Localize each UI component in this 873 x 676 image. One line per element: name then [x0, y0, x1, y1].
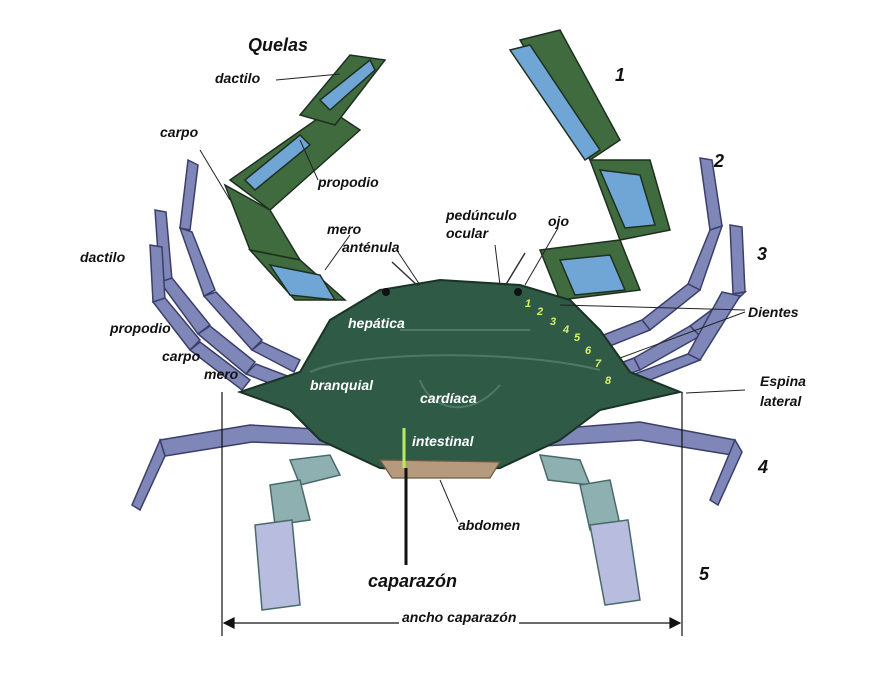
fourth-legs [131, 421, 743, 512]
propodio-claw-label: propodio [318, 174, 379, 190]
tooth-label-4: 4 [563, 324, 570, 336]
tooth-label-6: 6 [585, 345, 592, 357]
carapace [236, 278, 684, 474]
espina-label: Espina [760, 373, 806, 389]
hepatica-label: hepática [348, 315, 405, 331]
lateral-label: lateral [760, 393, 802, 409]
leader-lines [199, 73, 746, 523]
abdomen-label: abdomen [458, 517, 521, 533]
ojo-label: ojo [548, 213, 569, 229]
antenula-label: anténula [342, 239, 400, 255]
right-cheliped [508, 29, 671, 301]
mero-claw-label: mero [327, 221, 362, 237]
carapace-regions [309, 329, 601, 409]
tooth-label-1: 1 [525, 298, 532, 310]
left-cheliped [223, 54, 387, 301]
pedunculo-label: pedúnculo [446, 207, 517, 223]
leg-number-4: 4 [758, 457, 769, 477]
abdomen-shape [378, 459, 502, 479]
intestinal-label: intestinal [412, 433, 474, 449]
right-eye [514, 288, 522, 296]
ocular-label: ocular [446, 225, 489, 241]
propodio-leg-label: propodio [110, 320, 171, 336]
leg-number-5: 5 [699, 564, 710, 584]
swimming-legs [254, 454, 641, 611]
leg-number-2: 2 [714, 151, 725, 171]
left-eye [382, 288, 390, 296]
branquial-label: branquial [310, 377, 374, 393]
antennules [391, 252, 526, 287]
tooth-label-5: 5 [574, 332, 581, 344]
dientes-label: Dientes [748, 304, 799, 320]
tooth-label-7: 7 [595, 358, 602, 370]
tooth-label-3: 3 [550, 316, 557, 328]
leg-number-3: 3 [757, 244, 768, 264]
ancho-caparazon-label: ancho caparazón [399, 610, 520, 625]
dactilo-claw-label: dactilo [215, 70, 261, 86]
caparazon-label: caparazón [368, 571, 458, 591]
mero-leg-label: mero [204, 366, 239, 382]
tooth-label-8: 8 [605, 375, 612, 387]
quelas-label: Quelas [248, 35, 309, 55]
carpo-claw-label: carpo [160, 124, 199, 140]
carpo-leg-label: carpo [162, 348, 201, 364]
leg-number-1: 1 [615, 65, 626, 85]
tooth-label-2: 2 [537, 306, 544, 318]
dactilo-leg-label: dactilo [80, 249, 126, 265]
cardiaca-label: cardíaca [420, 390, 477, 406]
left-walking-legs [149, 158, 302, 393]
